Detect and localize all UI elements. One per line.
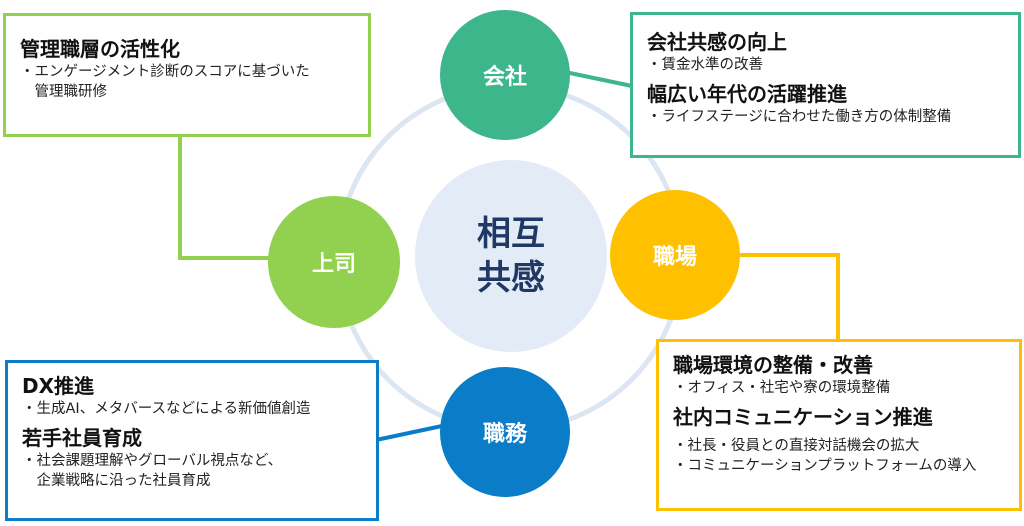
boss-bullet: ・エンゲージメント診断のスコアに基づいた <box>20 64 310 80</box>
job-bullet: 企業戦略に沿った社員育成 <box>22 473 211 489</box>
boss-circle: 上司 <box>268 196 400 328</box>
company-bullet: ・賃金水準の改善 <box>647 57 763 73</box>
workplace-label: 職場 <box>652 245 697 270</box>
workplace-circle: 職場 <box>610 190 740 320</box>
company-bullet: ・ライフステージに合わせた働き方の体制整備 <box>647 109 952 125</box>
boss-connector <box>178 136 270 260</box>
boss-label: 上司 <box>311 252 356 277</box>
company-label: 会社 <box>482 65 527 90</box>
workplace-heading: 社内コミュニケーション推進 <box>673 405 933 429</box>
company-box: 会社共感の向上 ・賃金水準の改善 幅広い年代の活躍推進 ・ライフステージに合わせ… <box>630 12 1021 158</box>
job-heading: 若手社員育成 <box>22 426 142 450</box>
workplace-bullet: ・コミュニケーションプラットフォームの導入 <box>673 458 977 474</box>
job-heading: DX推進 <box>22 374 95 398</box>
job-bullet: ・生成AI、メタバースなどによる新価値創造 <box>22 401 311 417</box>
workplace-bullet: ・社長・役員との直接対話機会の拡大 <box>673 438 920 454</box>
job-label: 職務 <box>482 422 527 447</box>
job-bullet: ・社会課題理解やグローバル視点など、 <box>22 453 283 469</box>
company-connector <box>564 70 633 88</box>
workplace-heading: 職場環境の整備・改善 <box>673 353 873 377</box>
job-box: DX推進 ・生成AI、メタバースなどによる新価値創造 若手社員育成 ・社会課題理… <box>5 360 379 521</box>
job-circle: 職務 <box>440 367 570 497</box>
company-heading: 会社共感の向上 <box>647 30 787 54</box>
job-connector <box>375 424 443 442</box>
boss-heading: 管理職層の活性化 <box>20 37 180 61</box>
center-circle: 相互 共感 <box>415 160 607 352</box>
company-heading: 幅広い年代の活躍推進 <box>647 82 847 106</box>
boss-box: 管理職層の活性化 ・エンゲージメント診断のスコアに基づいた 管理職研修 <box>3 13 371 137</box>
center-line1: 相互 <box>477 214 545 254</box>
workplace-box: 職場環境の整備・改善 ・オフィス・社宅や寮の環境整備 社内コミュニケーション推進… <box>656 339 1022 511</box>
company-circle: 会社 <box>440 10 570 140</box>
boss-bullet: 管理職研修 <box>20 84 107 100</box>
workplace-bullet: ・オフィス・社宅や寮の環境整備 <box>673 380 891 396</box>
workplace-connector <box>738 253 840 342</box>
center-line2: 共感 <box>477 258 545 298</box>
